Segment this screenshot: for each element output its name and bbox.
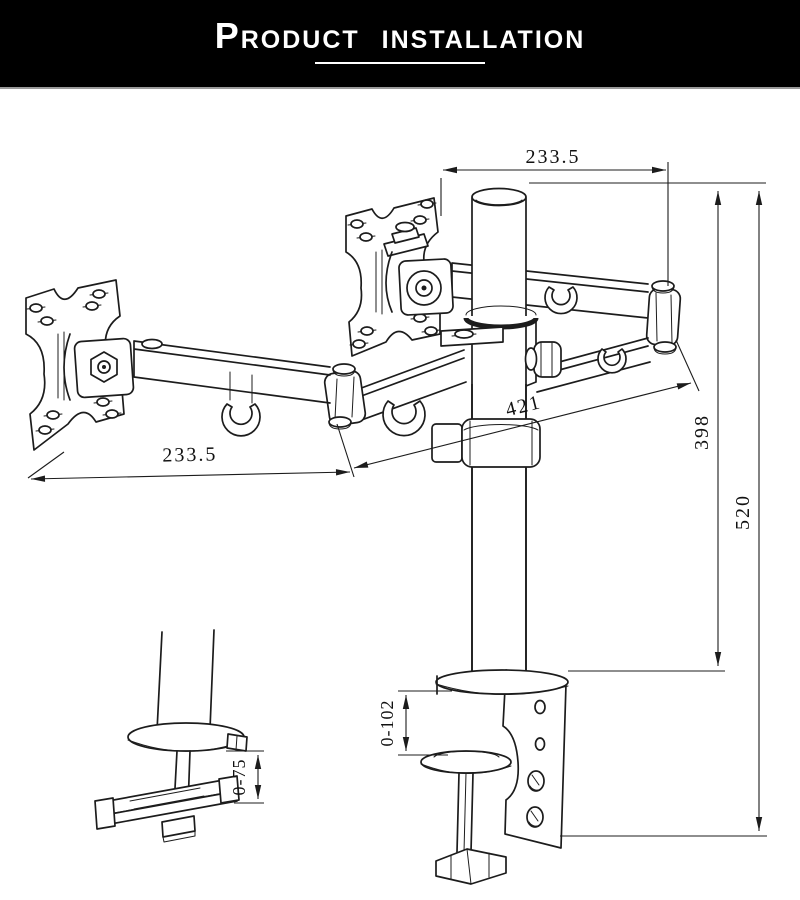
cable-clip [544,286,578,315]
header-banner: Product installation [0,0,800,89]
dimension-grommet-range: 0-75 [226,750,264,804]
grommet-mount-detail [94,629,248,843]
arm-hub-collar [440,305,562,677]
monitor-arm-front [133,338,467,437]
vesa-screws [347,199,441,349]
clamp-t-handle [435,848,507,885]
vesa-screws [26,289,122,435]
grommet-nut [161,815,196,838]
cable-clip [597,348,627,374]
rear-elbow-joint [645,287,682,347]
dim-label-front-arm-width: 233.5 [162,443,217,466]
dimension-total-height: 520 [560,191,767,837]
dimension-pole-above-desk: 398 [529,182,766,672]
title-underline [315,61,485,64]
cable-clip [221,403,261,437]
dim-label-grommet-range: 0-75 [229,759,249,796]
adjust-knob [533,341,562,378]
dim-label-pole-above-desk: 398 [691,414,713,450]
dim-label-clamp-opening: 0-102 [377,700,397,747]
monitor-arm-rear [451,262,682,393]
pole-sleeve [431,418,541,468]
dim-label-top-width: 233.5 [526,146,581,168]
dimension-top-width: 233.5 [440,146,669,286]
vesa-plate-upper [345,197,454,357]
desk-clamp [420,669,569,885]
cable-clip [382,400,426,437]
vesa-plate-left [25,279,135,451]
dim-label-total-height: 520 [732,494,754,530]
page-title: Product installation [214,15,586,56]
dimension-clamp-opening: 0-102 [377,690,452,756]
dimension-front-arm-width: 233.5 [27,423,355,482]
